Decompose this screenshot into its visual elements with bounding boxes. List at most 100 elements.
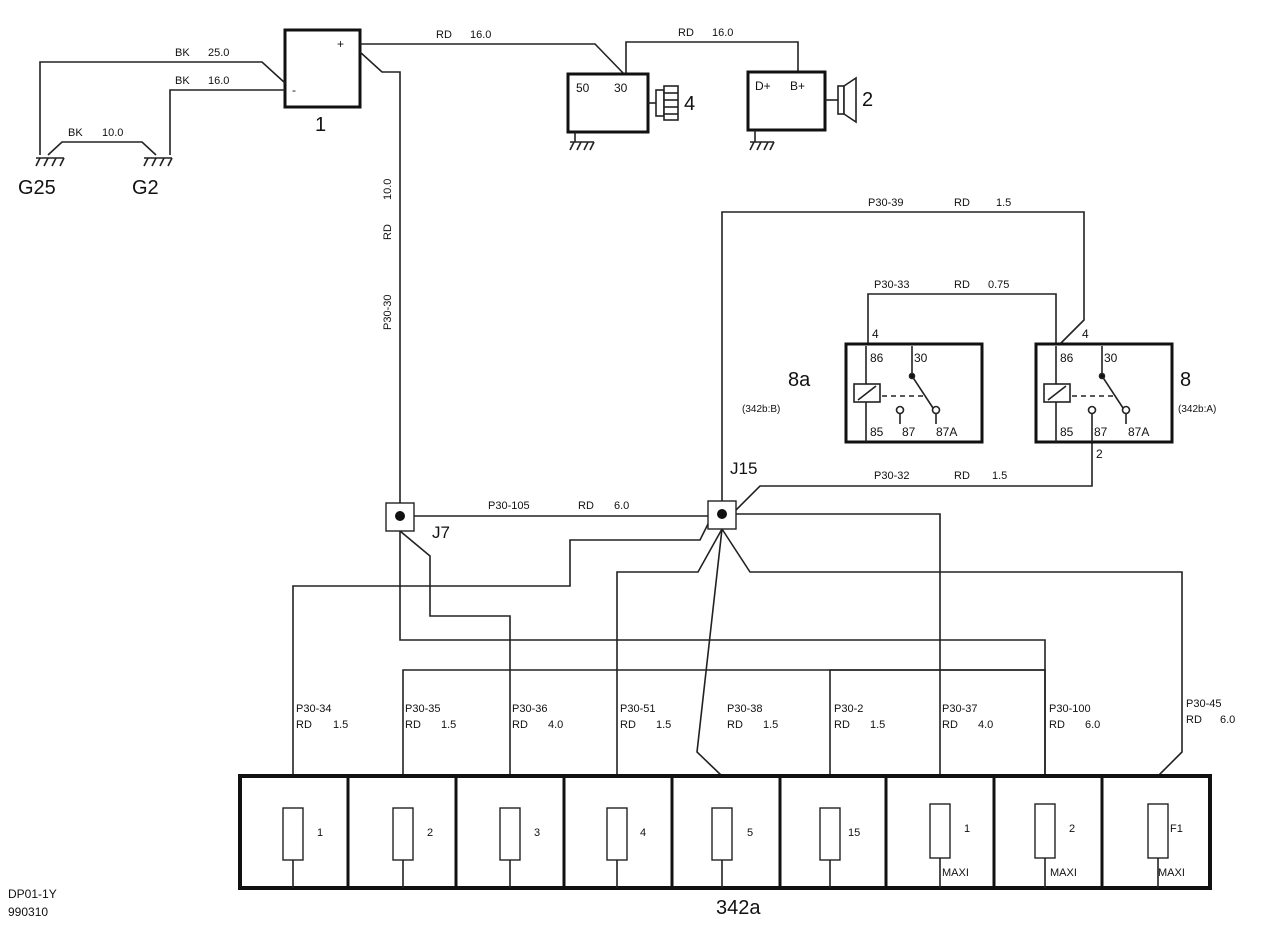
fuse-box-dividers	[346, 776, 1104, 888]
wire-p30-32-color: RD	[954, 470, 970, 482]
fuse-3: 3	[499, 807, 540, 888]
wire-feed-fuse-4	[616, 528, 723, 808]
relay-8a-switch-icon	[895, 346, 941, 424]
wire-p30-33-size: 0.75	[988, 279, 1009, 291]
wire-rd-16-alternator-size: 16.0	[712, 27, 733, 39]
alternator-ref: 2	[862, 89, 873, 111]
ground-g2-label: G2	[132, 177, 159, 199]
footer-doc-id: DP01-1Y	[8, 887, 57, 901]
feed-15-size: 1.5	[870, 719, 885, 731]
relay-8a-location: (342b:B)	[742, 404, 780, 415]
battery-minus-terminal: -	[292, 83, 296, 97]
starter	[566, 72, 650, 134]
svg-text:4: 4	[640, 827, 646, 839]
relay-8-pin-86: 86	[1060, 351, 1074, 365]
starter-ref: 4	[684, 93, 695, 115]
relay-8-location: (342b:A)	[1178, 404, 1216, 415]
wire-feed-fuse-3	[399, 530, 511, 808]
wire-bk-25	[39, 61, 286, 155]
wire-rd-16-starter	[360, 43, 627, 77]
starter-ground-icon	[569, 132, 595, 151]
wire-p30-39	[721, 211, 1085, 501]
svg-text:2: 2	[427, 827, 433, 839]
relay-8a-coil-icon	[853, 346, 926, 442]
battery	[283, 28, 362, 109]
svg-text:2: 2	[1069, 823, 1075, 835]
feed-15-circuit: P30-2	[834, 703, 863, 715]
feed-5-circuit: P30-38	[727, 703, 762, 715]
fuse-1: 1	[282, 807, 323, 888]
wire-p30-32-size: 1.5	[992, 470, 1007, 482]
wire-bk-10	[47, 141, 157, 156]
alternator-ground-icon	[749, 130, 775, 151]
relay-8a-pin-86: 86	[870, 351, 884, 365]
svg-text:15: 15	[848, 827, 860, 839]
wire-bk-25-size: 25.0	[208, 47, 229, 59]
fuse-box-ref: 342a	[716, 897, 761, 919]
feed-2-size: 1.5	[441, 719, 456, 731]
starter-pin-30: 30	[614, 81, 628, 95]
feed-maxi-f1-color: RD	[1186, 714, 1202, 726]
fuse-5: 5	[711, 807, 753, 888]
feed-maxi-2-size: 6.0	[1085, 719, 1100, 731]
feed-5-size: 1.5	[763, 719, 778, 731]
alternator-pin-bplus: B+	[790, 79, 805, 93]
wire-feed-fuse-5	[696, 528, 723, 808]
junction-j7-node	[395, 511, 405, 521]
relay-8-conn-87: 2	[1096, 447, 1103, 461]
feed-4-color: RD	[620, 719, 636, 731]
relay-8-conn-86: 4	[1082, 327, 1089, 341]
wire-rd-16-starter-color: RD	[436, 29, 452, 41]
wire-feed-fuse-15	[829, 669, 1045, 808]
svg-text:5: 5	[747, 827, 753, 839]
ground-g25-label: G25	[18, 177, 56, 199]
wire-feed-fuse-maxi-f1	[721, 528, 1183, 808]
starter-pin-50: 50	[576, 81, 590, 95]
feed-3-circuit: P30-36	[512, 703, 547, 715]
feed-4-circuit: P30-51	[620, 703, 655, 715]
wire-p30-39-circuit: P30-39	[868, 197, 903, 209]
wire-feed-fuse-1	[292, 523, 709, 808]
wire-p30-39-color: RD	[954, 197, 970, 209]
feed-maxi-1-color: RD	[942, 719, 958, 731]
junction-j15-node	[717, 509, 727, 519]
wire-p30-32-circuit: P30-32	[874, 470, 909, 482]
wire-feed-fuse-maxi-1	[736, 513, 941, 808]
wire-p30-30-color: RD	[382, 224, 394, 240]
relay-8-pin-87a: 87A	[1128, 425, 1149, 439]
fuse-maxi-2: 2 MAXI	[1034, 803, 1077, 888]
alternator-pin-dplus: D+	[755, 79, 771, 93]
relay-8-ref: 8	[1180, 369, 1191, 391]
feed-maxi-f1-size: 6.0	[1220, 714, 1235, 726]
feed-1-color: RD	[296, 719, 312, 731]
relay-8a-pin-87: 87	[902, 425, 916, 439]
wire-bk-16	[169, 89, 285, 155]
alternator-pulley-icon	[825, 76, 857, 124]
relay-8-pin-30: 30	[1104, 351, 1118, 365]
feed-2-circuit: P30-35	[405, 703, 440, 715]
feed-3-color: RD	[512, 719, 528, 731]
feed-1-circuit: P30-34	[296, 703, 331, 715]
wire-p30-33-circuit: P30-33	[874, 279, 909, 291]
feed-15-color: RD	[834, 719, 850, 731]
wire-feed-fuse-maxi-2	[399, 531, 1046, 808]
wire-p30-32	[735, 442, 1093, 511]
wire-p30-30-circuit: P30-30	[382, 295, 394, 330]
feed-maxi-2-color: RD	[1049, 719, 1065, 731]
feed-maxi-f1-circuit: P30-45	[1186, 698, 1221, 710]
wire-p30-30-size: 10.0	[382, 179, 394, 200]
battery-plus-terminal: +	[337, 37, 344, 51]
feed-maxi-1-circuit: P30-37	[942, 703, 977, 715]
wire-rd-16-alternator	[625, 41, 799, 76]
relay-8a-ref: 8a	[788, 369, 811, 391]
relay-8	[1034, 342, 1174, 444]
svg-text:MAXI: MAXI	[1050, 867, 1077, 879]
wire-p30-105-circuit: P30-105	[488, 500, 530, 512]
junction-j15-label: J15	[730, 459, 757, 478]
feed-3-size: 4.0	[548, 719, 563, 731]
relay-8a-pin-87a: 87A	[936, 425, 957, 439]
feed-5-color: RD	[727, 719, 743, 731]
fuse-2: 2	[392, 807, 433, 888]
battery-ref: 1	[315, 114, 326, 136]
